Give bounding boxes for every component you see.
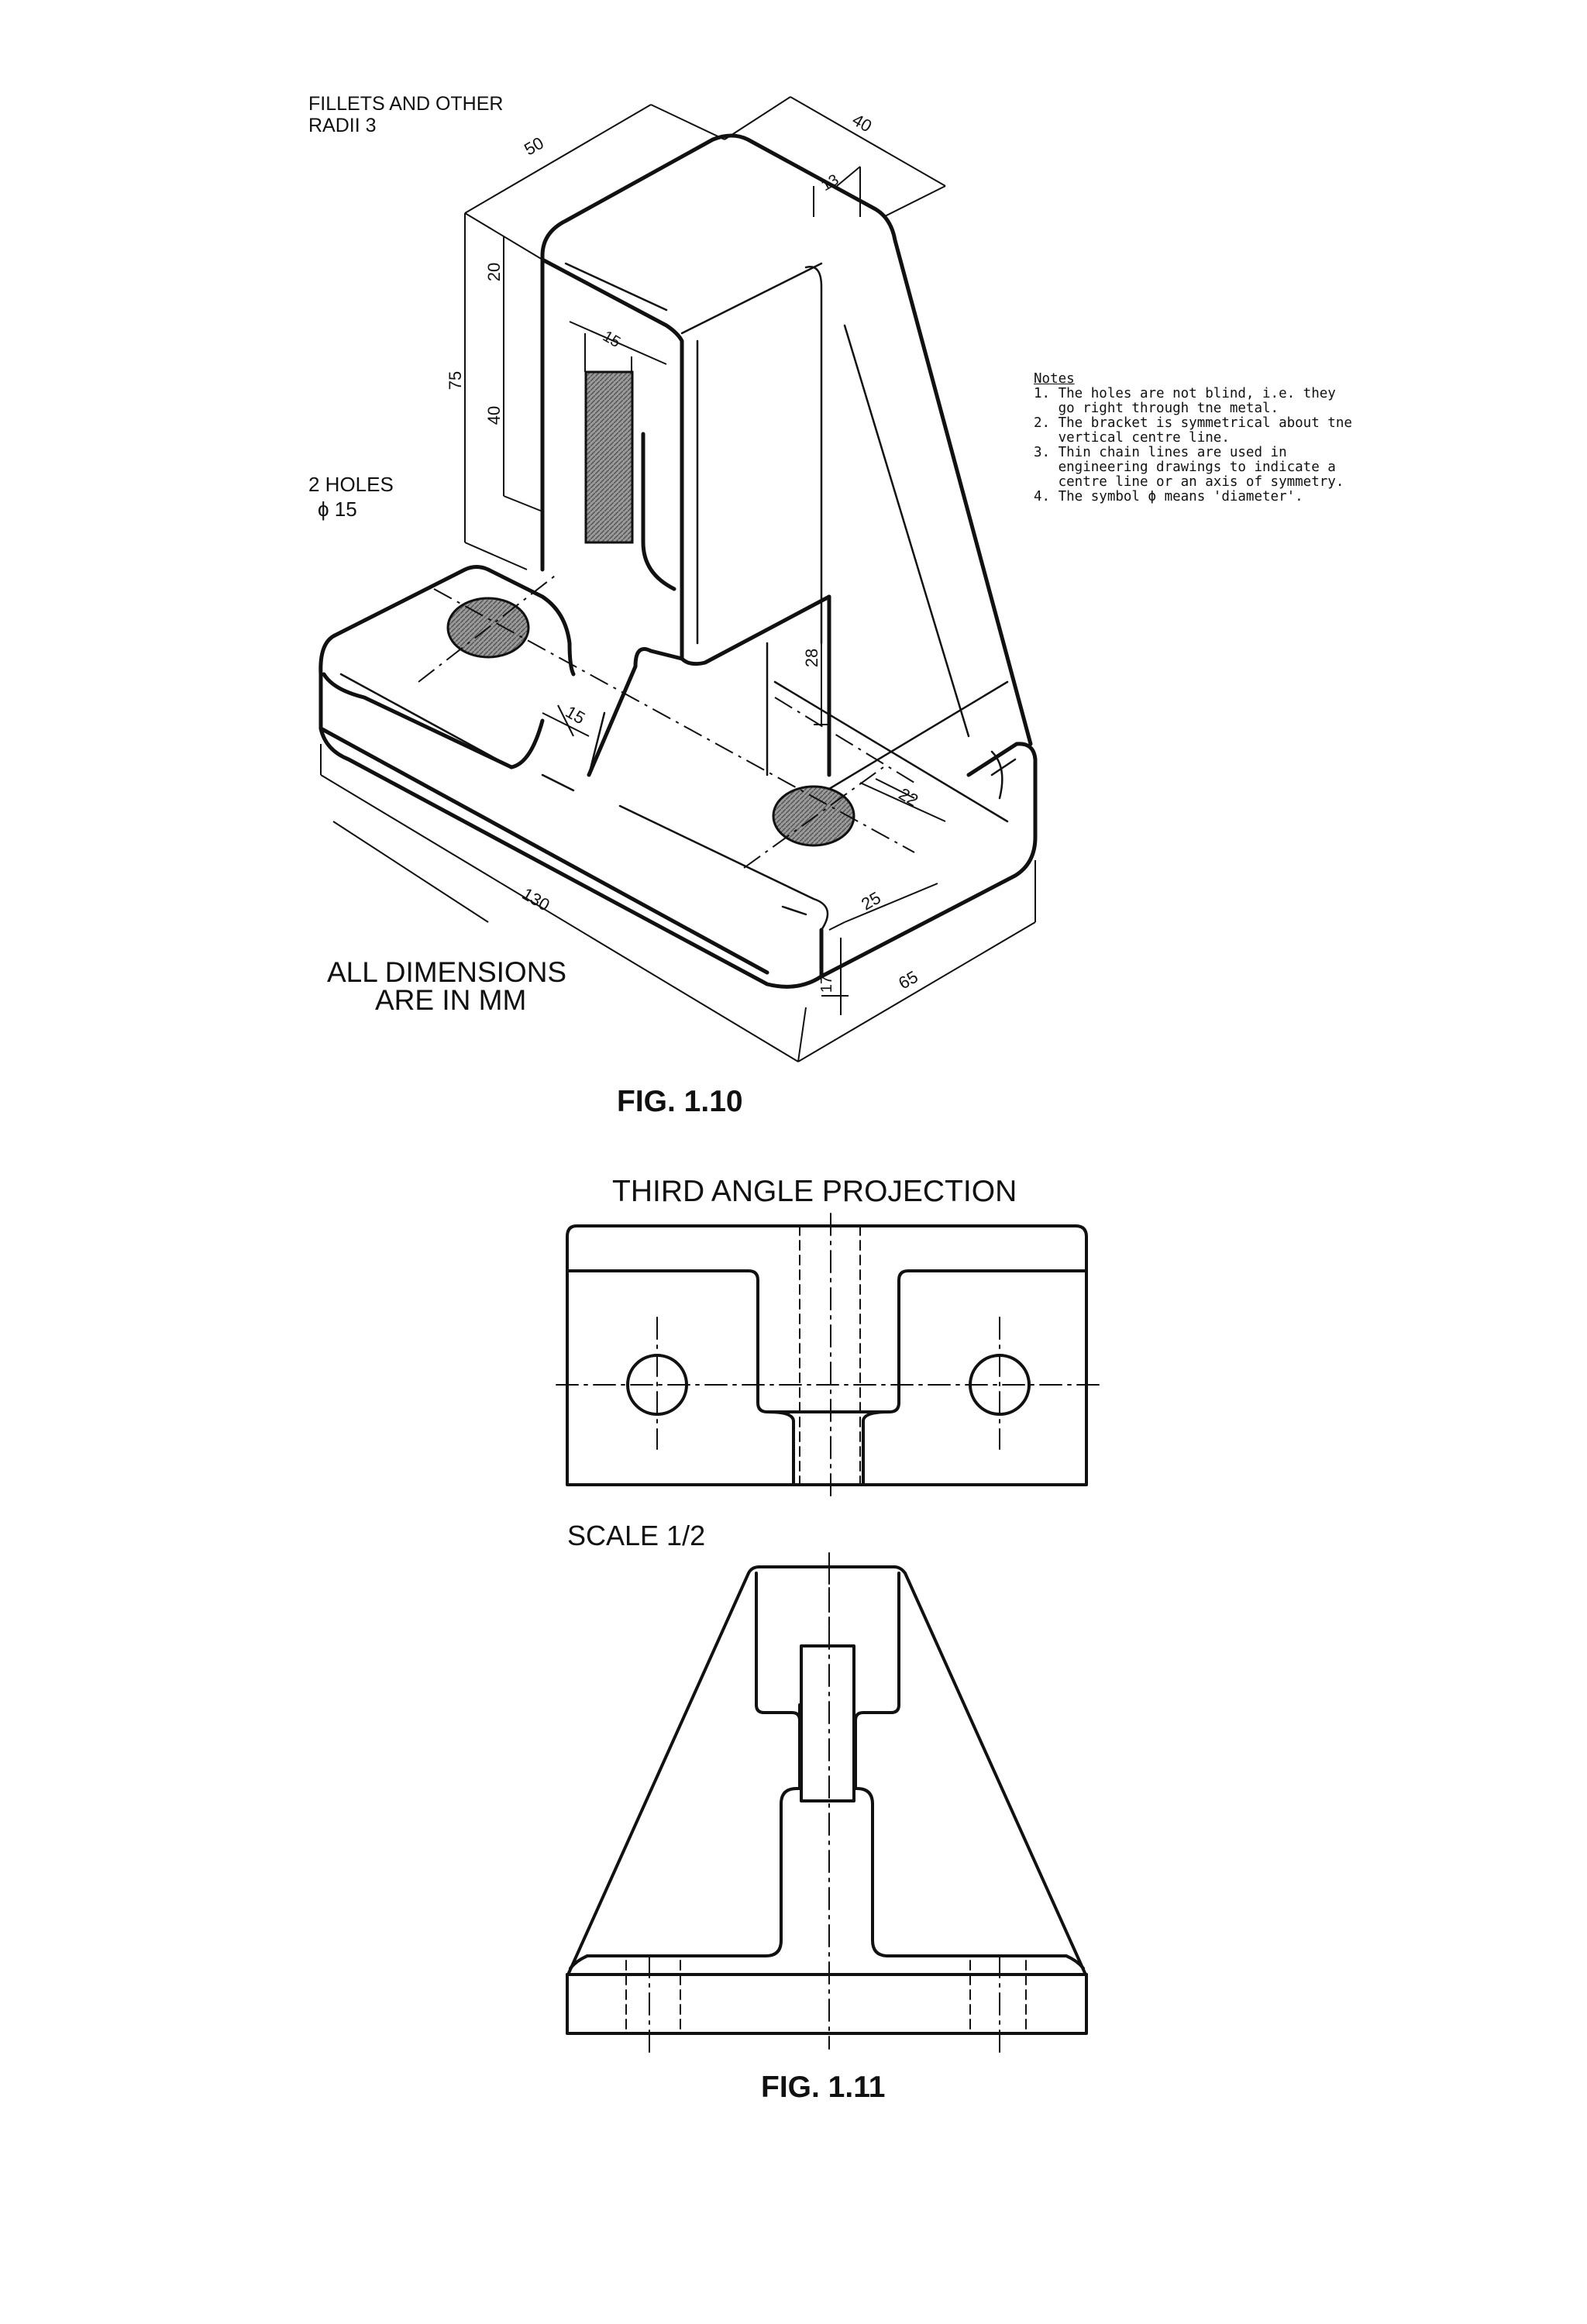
dimensions-note-line1: ALL DIMENSIONS <box>327 956 567 988</box>
fillets-note-line2: RADII 3 <box>308 115 377 136</box>
note-2-line1: 2. The bracket is symmetrical about tne <box>1034 415 1352 431</box>
note-2-line2: vertical centre line. <box>1034 430 1230 446</box>
note-3-line1: 3. Thin chain lines are used in <box>1034 445 1287 460</box>
hole-right-centre-line <box>743 766 884 869</box>
base-bottom-front <box>318 726 769 975</box>
fig-1-10-caption: FIG. 1.10 <box>617 1085 743 1118</box>
note-1-line2: go right through tne metal. <box>1034 401 1279 416</box>
front-slot <box>800 1644 855 1802</box>
base-front-edge <box>322 672 514 770</box>
plan-view <box>556 1213 1101 1496</box>
notes-block: Notes 1. The holes are not blind, i.e. t… <box>1034 372 1352 504</box>
note-3-line3: centre line or an axis of symmetry. <box>1034 474 1344 490</box>
note-4-line1: 4. The symbol ϕ means 'diameter'. <box>1034 489 1303 504</box>
holes-label-line2: ϕ 15 <box>318 498 357 521</box>
dimensions-note-line2: ARE IN MM <box>375 984 527 1016</box>
fig-1-11-caption: FIG. 1.11 <box>761 2071 886 2104</box>
front-view <box>566 1552 1088 2054</box>
scale-label: SCALE 1/2 <box>567 1520 706 1551</box>
hole-right <box>772 785 855 847</box>
base-plate-outline <box>318 633 1038 989</box>
note-1-line1: 1. The holes are not blind, i.e. they <box>1034 386 1336 401</box>
hole-left-centre-line <box>418 573 559 683</box>
notes-title: Notes <box>1034 371 1075 387</box>
note-3-line2: engineering drawings to indicate a <box>1034 460 1336 475</box>
base-top-edge <box>332 565 576 677</box>
slot-hatch <box>584 370 634 544</box>
holes-label-line1: 2 HOLES <box>308 473 394 496</box>
fillets-note-line1: FILLETS AND OTHER <box>308 93 504 115</box>
projection-title: THIRD ANGLE PROJECTION <box>612 1175 1017 1208</box>
